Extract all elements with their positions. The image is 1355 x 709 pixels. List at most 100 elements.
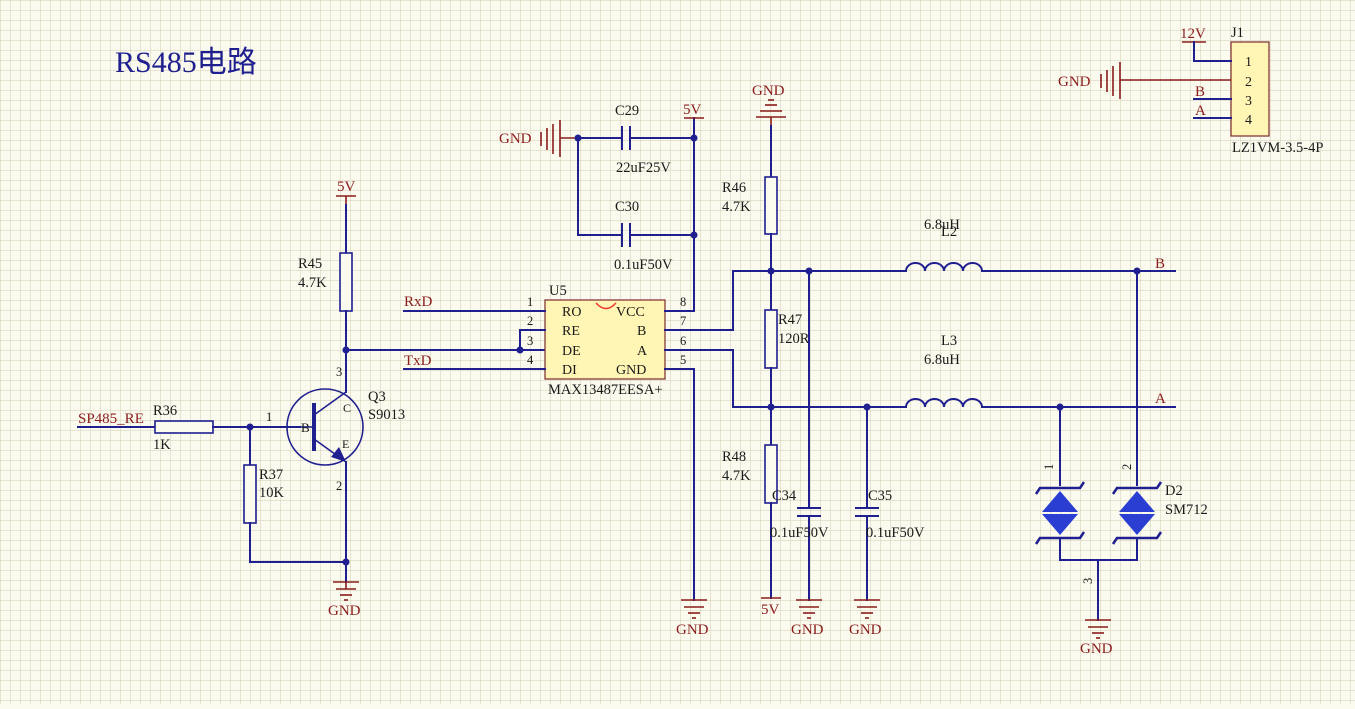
net-label-txd: TxD xyxy=(404,353,432,369)
q3-pin-3: 3 xyxy=(336,365,342,379)
resistor-r45: 5V R45 4.7K xyxy=(298,179,356,351)
u5-pin-a: A xyxy=(637,344,648,359)
resistor-r46: R46 4.7K xyxy=(722,125,778,311)
l3-value: 6.8uH xyxy=(924,352,960,368)
u5-pin-num-7: 7 xyxy=(680,314,686,328)
u5-pin-num-6: 6 xyxy=(680,334,686,348)
d2-pin-3: 3 xyxy=(1081,578,1095,584)
net-label-rxd: RxD xyxy=(404,294,433,310)
r48-designator: R48 xyxy=(722,449,746,465)
r36-value: 1K xyxy=(153,437,171,453)
c34-value: 0.1uF50V xyxy=(770,525,829,541)
capacitor-c35: C35 0.1uF50V xyxy=(855,406,925,601)
transistor-q3: B C E Q3 S9013 3 2 xyxy=(286,365,405,493)
q3-base-label: B xyxy=(301,420,310,435)
gnd-symbol-c34: GND xyxy=(791,599,824,638)
net-label-5v-r48: 5V xyxy=(761,602,780,618)
gnd-label-d2: GND xyxy=(1080,641,1113,657)
c35-designator: C35 xyxy=(868,488,892,504)
l2-designator: L2 xyxy=(941,224,957,240)
q3-designator: Q3 xyxy=(368,389,386,405)
j1-designator: J1 xyxy=(1231,25,1244,41)
u5-pin-num-3: 3 xyxy=(527,334,533,348)
r37-designator: R37 xyxy=(259,467,283,483)
gnd-symbol-d2: GND xyxy=(1080,619,1113,657)
u5-pin-num-5: 5 xyxy=(680,353,686,367)
resistor-r47: R47 120R xyxy=(764,309,810,446)
j1-pin-2: 2 xyxy=(1245,75,1252,90)
sp485-re-net: SP485_RE xyxy=(77,411,156,428)
tvs-diode-d2: 1 2 3 D2 SM712 xyxy=(1034,270,1208,621)
gnd-symbol-r46: GND xyxy=(752,83,786,126)
ic-u5: U5 MAX13487EESA+ RO RE DE DI VCC B A GND… xyxy=(527,283,686,398)
u5-pin-ro: RO xyxy=(562,305,581,320)
l2-value: 6.8uH xyxy=(924,217,960,233)
schematic-title: RS485电路 xyxy=(115,46,257,79)
u5-pin-vcc: VCC xyxy=(616,305,645,320)
power-5v-c29: 5V xyxy=(683,102,704,119)
r45-value: 4.7K xyxy=(298,275,327,291)
d2-pin-1: 1 xyxy=(1042,464,1056,470)
gnd-label-j1: GND xyxy=(1058,74,1091,90)
c35-value: 0.1uF50V xyxy=(866,525,925,541)
j1-value: LZ1VM-3.5-4P xyxy=(1232,140,1323,156)
gnd-symbol-j1: GND xyxy=(1058,62,1231,99)
u5-pin-de: DE xyxy=(562,344,581,359)
net-label-5v-r45: 5V xyxy=(337,179,356,195)
j1-pin-1: 1 xyxy=(1245,55,1252,70)
u5-pin-num-4: 4 xyxy=(527,353,534,367)
r47-designator: R47 xyxy=(778,312,802,328)
capacitor-c30: C30 0.1uF50V xyxy=(577,199,695,273)
inductor-l3: L3 6.8uH xyxy=(905,333,983,408)
gnd-label-c34: GND xyxy=(791,622,824,638)
r48-value: 4.7K xyxy=(722,468,751,484)
j1-pin-3: 3 xyxy=(1245,94,1252,109)
d2-pin-2: 2 xyxy=(1120,464,1134,470)
net-label-12v: 12V xyxy=(1180,26,1206,42)
d2-value: SM712 xyxy=(1165,502,1208,518)
u5-pin-num-8: 8 xyxy=(680,295,686,309)
c30-designator: C30 xyxy=(615,199,639,215)
r36-designator: R36 xyxy=(153,403,177,419)
gnd-label-c29: GND xyxy=(499,131,532,147)
r37-value: 10K xyxy=(259,485,285,501)
u5-pin-num-2: 2 xyxy=(527,314,533,328)
j1-pin-4: 4 xyxy=(1245,113,1252,128)
gnd-symbol-u5: GND xyxy=(676,599,709,638)
q3-pin-1: 1 xyxy=(266,410,272,424)
u5-pin-num-1: 1 xyxy=(527,295,533,309)
u5-pin-b: B xyxy=(637,324,646,339)
q3-collector-label: C xyxy=(343,401,351,415)
capacitor-c29: C29 22uF25V xyxy=(577,103,695,176)
r45-designator: R45 xyxy=(298,256,322,272)
d2-designator: D2 xyxy=(1165,483,1183,499)
u5-pin-di: DI xyxy=(562,363,577,378)
net-label-5v-c29: 5V xyxy=(683,102,702,118)
q3-value: S9013 xyxy=(368,407,405,423)
gnd-symbol-c35: GND xyxy=(849,599,882,638)
u5-value: MAX13487EESA+ xyxy=(548,382,663,398)
c34-designator: C34 xyxy=(772,488,797,504)
resistor-r36: R36 1K xyxy=(153,403,214,453)
gnd-label-c35: GND xyxy=(849,622,882,638)
r47-value: 120R xyxy=(778,331,810,347)
gnd-label-q3: GND xyxy=(328,603,361,619)
gnd-symbol-c29: GND xyxy=(499,120,578,157)
c29-value: 22uF25V xyxy=(616,160,671,176)
net-label-a: A xyxy=(1155,391,1166,407)
gnd-label-r46: GND xyxy=(752,83,785,99)
l3-designator: L3 xyxy=(941,333,957,349)
gnd-label-u5: GND xyxy=(676,622,709,638)
c29-designator: C29 xyxy=(615,103,639,119)
capacitor-c34: C34 0.1uF50V xyxy=(770,270,829,601)
c30-value: 0.1uF50V xyxy=(614,257,673,273)
q3-emitter-label: E xyxy=(342,437,349,451)
net-label-b: B xyxy=(1155,256,1165,272)
resistor-r48: 5V R48 4.7K xyxy=(722,444,781,618)
u5-pin-gnd: GND xyxy=(616,363,646,378)
inductor-l2: L2 6.8uH xyxy=(905,217,983,272)
net-label-j1-b: B xyxy=(1195,84,1205,100)
net-label-j1-a: A xyxy=(1195,103,1206,119)
